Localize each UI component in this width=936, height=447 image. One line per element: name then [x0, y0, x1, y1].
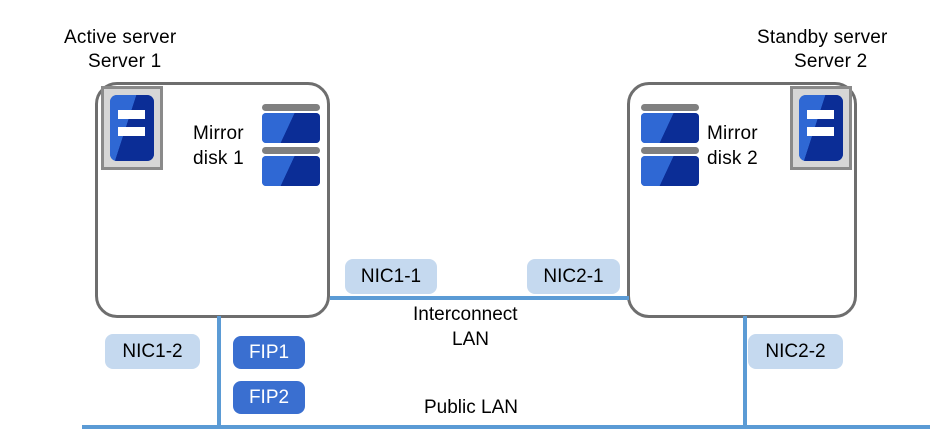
interconnect-lan-label-line1: Interconnect [413, 304, 518, 325]
interconnect-lan-line [330, 296, 629, 300]
active-server-name-label: Server 1 [88, 51, 162, 72]
public-lan-line [82, 425, 930, 429]
interconnect-lan-label-line2: LAN [452, 329, 489, 350]
mirror-disk-1-label-line1: Mirror [193, 123, 244, 144]
mirror-disk-icon [641, 104, 699, 186]
mirror-disk-icon [262, 104, 320, 186]
mirror-disk-2-label-line2: disk 2 [707, 148, 758, 169]
standby-server-role-label: Standby server [757, 27, 888, 48]
nic-badge-nic2-2[interactable]: NIC2-2 [748, 334, 843, 369]
nic-badge-nic2-1[interactable]: NIC2-1 [527, 259, 620, 294]
mirror-disk-2-label-line1: Mirror [707, 123, 758, 144]
public-lan-drop-line-left [217, 316, 221, 429]
fip-badge-fip1[interactable]: FIP1 [233, 336, 305, 369]
mirror-disk-1-label-line2: disk 1 [193, 148, 244, 169]
nic-badge-nic1-2[interactable]: NIC1-2 [105, 334, 200, 369]
active-server-role-label: Active server [64, 27, 177, 48]
server-tower-icon [790, 86, 852, 170]
standby-server-name-label: Server 2 [794, 51, 868, 72]
nic-badge-nic1-1[interactable]: NIC1-1 [345, 259, 437, 294]
fip-badge-fip2[interactable]: FIP2 [233, 381, 305, 414]
public-lan-drop-line-right [743, 316, 747, 429]
server-tower-icon [101, 86, 163, 170]
public-lan-label: Public LAN [424, 397, 518, 418]
